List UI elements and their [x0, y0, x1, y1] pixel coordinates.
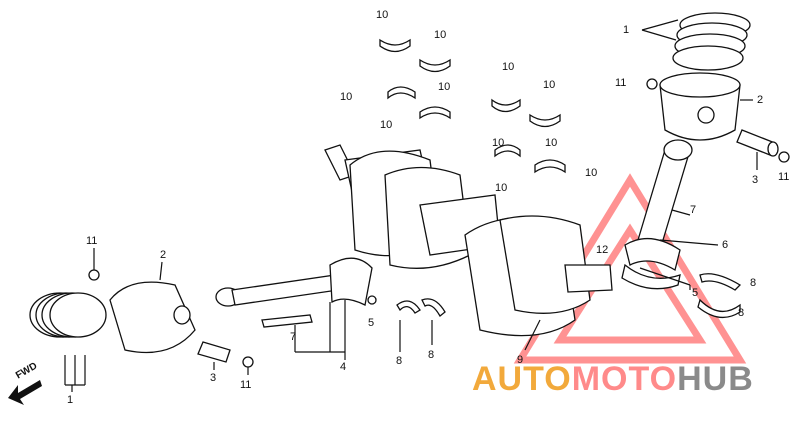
label-crank-bearing-3: 10: [340, 91, 353, 103]
label-nut-right: 5: [692, 287, 699, 299]
label-bearing-left-2: 8: [428, 349, 435, 361]
piston-left: [109, 281, 196, 354]
connecting-rod-right: [621, 139, 693, 290]
label-crank-bearing-11: 10: [492, 137, 505, 149]
label-piston-left: 2: [160, 249, 167, 261]
piston-pin-right: [736, 129, 779, 157]
label-crank-bearing-2: 10: [434, 29, 447, 41]
label-bolt-left: 7: [290, 331, 297, 343]
label-clip-right-bottom: 11: [778, 171, 790, 183]
crank-bearings: [379, 38, 566, 174]
forward-arrow-icon: [8, 380, 42, 405]
label-ring-left: 1: [67, 394, 74, 406]
label-crank-bearing-9: 10: [585, 167, 598, 179]
label-clip-left-top: 11: [86, 235, 98, 247]
clip-right-bottom: [778, 151, 790, 163]
watermark-part3: HUB: [677, 360, 754, 398]
label-piston-right: 2: [757, 94, 764, 106]
label-crank-bearing-6: 10: [502, 61, 515, 73]
label-rod-left: 4: [340, 361, 347, 373]
connecting-rod-left: [215, 257, 373, 328]
label-pin-right: 3: [752, 174, 759, 186]
label-crank-bearing-4: 10: [438, 81, 451, 93]
nut-left: [367, 295, 377, 305]
clip-right-top: [646, 78, 658, 90]
piston-rings-left: [29, 292, 107, 338]
label-bearing-left-1: 8: [396, 355, 403, 367]
piston-pin-left: [197, 341, 231, 363]
bearing-right-bottom: [697, 298, 741, 319]
label-nut-left: 5: [368, 317, 375, 329]
label-crank-bearing-10: 10: [545, 137, 558, 149]
label-crankshaft: 9: [517, 354, 524, 366]
bearing-left-2: [421, 298, 446, 317]
watermark-part2: MOTO: [571, 360, 678, 398]
label-bearing-right-top: 8: [750, 277, 757, 289]
bearing-right-top: [699, 273, 742, 291]
piston-right: [659, 72, 741, 141]
label-bearing-right-bottom: 8: [738, 307, 745, 319]
clip-left-top: [88, 269, 100, 281]
label-clip-center: 12: [596, 244, 609, 256]
label-crank-bearing-1: 10: [376, 9, 389, 21]
bearing-left-1: [396, 300, 421, 314]
label-crank-bearing-5: 10: [380, 119, 393, 131]
label-clip-left-bottom: 11: [240, 379, 252, 391]
piston-rings-right: [672, 12, 751, 71]
label-ring-top: 1: [623, 24, 630, 36]
watermark-part1: AUTO: [472, 360, 572, 398]
label-crank-bearing-7: 10: [543, 79, 556, 91]
label-rod-right: 6: [722, 239, 729, 251]
clip-left-bottom: [242, 356, 254, 368]
label-clip-right-top: 11: [615, 77, 627, 89]
crankshaft: [324, 144, 613, 337]
label-bolt-right: 7: [690, 204, 697, 216]
label-pin-left: 3: [210, 372, 217, 384]
label-crank-bearing-8: 10: [495, 182, 508, 194]
watermark: AUTOMOTOHUB: [472, 360, 754, 399]
